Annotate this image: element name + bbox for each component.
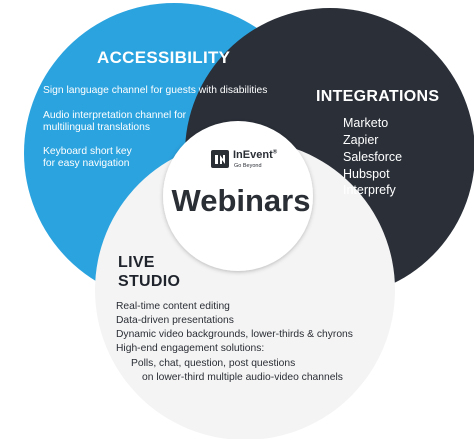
integration-item: Hubspot: [343, 167, 390, 181]
live-studio-item: on lower-third multiple audio-video chan…: [142, 372, 343, 383]
live-studio-item: High-end engagement solutions:: [116, 343, 265, 354]
center-title: Webinars: [171, 183, 311, 218]
integration-item: Zapier: [343, 133, 379, 147]
accessibility-item: Sign language channel for guests with di…: [43, 85, 268, 96]
accessibility-item: Audio interpretation channel for: [43, 110, 187, 121]
integration-item: Marketo: [343, 116, 389, 130]
logo-brand: InEvent®: [233, 149, 278, 161]
live-studio-title: LIVE STUDIO: [118, 253, 198, 291]
accessibility-item: for easy navigation: [43, 158, 130, 169]
live-studio-item: Dynamic video backgrounds, lower-thirds …: [116, 329, 353, 340]
live-studio-item: Polls, chat, question, post questions: [131, 358, 296, 369]
accessibility-title: ACCESSIBILITY: [97, 48, 231, 67]
inevent-logo-icon: [211, 150, 229, 168]
integration-item: Interprefy: [343, 183, 396, 197]
live-studio-title-line: LIVE: [118, 254, 155, 271]
live-studio-item: Data-driven presentations: [116, 315, 234, 326]
logo-tagline: Go Beyond: [234, 163, 262, 169]
live-studio-title-line: STUDIO: [118, 273, 181, 290]
accessibility-item: multilingual translations: [43, 122, 151, 133]
integrations-title: INTEGRATIONS: [316, 88, 440, 105]
center-circle: [163, 121, 313, 271]
live-studio-item: Real-time content editing: [116, 301, 230, 312]
accessibility-item: Keyboard short key: [43, 146, 132, 157]
integration-item: Salesforce: [343, 150, 403, 164]
